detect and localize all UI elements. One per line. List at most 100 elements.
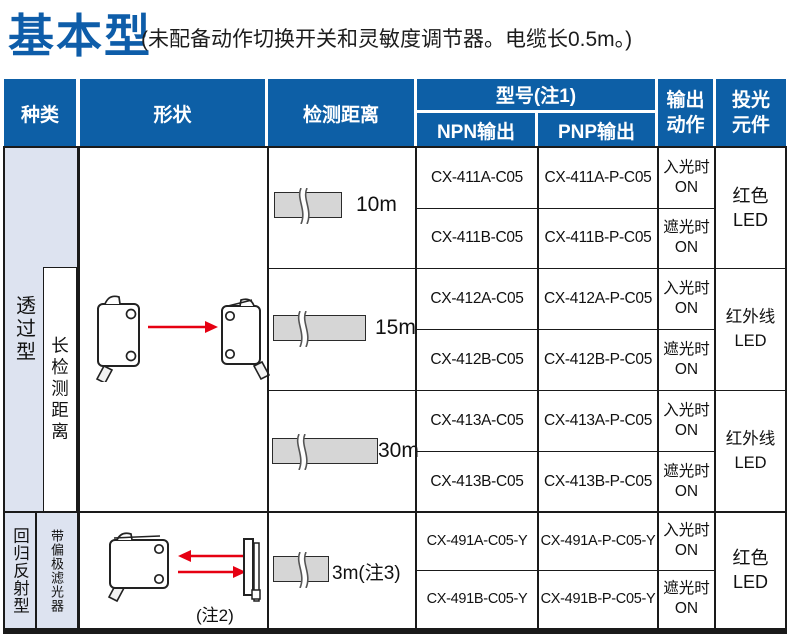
model-pnp: CX-412A-P-C05 <box>543 289 653 307</box>
emitter-line1: 红外线 <box>725 308 776 326</box>
beam-arrow-right-icon <box>178 566 246 578</box>
table-line-h4 <box>267 389 787 391</box>
distance-label: 15m <box>375 316 416 339</box>
table-line-v3 <box>415 147 417 628</box>
distance-label: 10m <box>356 193 397 216</box>
action-line1: 遮光时 <box>663 462 710 480</box>
action-line1: 遮光时 <box>663 580 710 597</box>
action-line1: 入光时 <box>663 279 710 297</box>
header-model-group: 型号(注1) <box>417 79 655 110</box>
table-line-h-top <box>3 146 787 148</box>
model-pnp: CX-411A-P-C05 <box>544 168 652 186</box>
model-pnp: CX-412B-P-C05 <box>543 350 653 368</box>
output-action: 遮光时 ON <box>659 452 714 511</box>
receiver-sensor-icon <box>221 298 270 380</box>
action-line1: 入光时 <box>663 401 710 419</box>
emitter-line1: 红外线 <box>725 430 776 448</box>
output-action: 入光时 ON <box>659 513 714 569</box>
emitter-element: 红色 LED <box>716 148 785 267</box>
emitter-line1: 红色 <box>732 548 769 568</box>
model-npn: CX-411B-C05 <box>430 229 524 246</box>
cable-break-icon <box>298 188 310 224</box>
header-emitter-line2: 元件 <box>731 115 770 136</box>
action-line1: 入光时 <box>663 522 710 539</box>
action-line1: 遮光时 <box>663 340 710 358</box>
model-pnp: CX-491B-P-C05-Y <box>540 591 656 607</box>
reflector-icon <box>243 538 261 602</box>
table-line-h5 <box>416 450 715 452</box>
table-line-v2 <box>266 147 269 628</box>
page-title: 基本型 <box>8 10 152 62</box>
emitter-line1: 红色 <box>732 185 769 206</box>
emitter-line2: LED <box>732 209 768 230</box>
emitter-element: 红色 LED <box>716 513 785 627</box>
output-action: 遮光时 ON <box>659 209 714 267</box>
model-pnp: CX-413B-P-C05 <box>543 472 653 490</box>
table-line-h-section <box>3 510 787 513</box>
output-action: 入光时 ON <box>659 148 714 207</box>
action-line2: ON <box>674 299 699 317</box>
table-line-h6 <box>416 569 715 571</box>
emitter-sensor-icon <box>95 295 140 382</box>
emitter-line2: LED <box>734 454 767 472</box>
output-action: 入光时 ON <box>659 391 714 450</box>
subcategory-polarizing: 带偏极滤光器 <box>36 513 77 628</box>
header-npn: NPN输出 <box>417 113 535 147</box>
emitter-line2: LED <box>732 572 768 592</box>
category-area-retro <box>4 513 77 628</box>
cable-break-icon <box>297 311 309 347</box>
action-line1: 遮光时 <box>663 219 710 236</box>
table-line-h2 <box>267 267 787 269</box>
model-npn: CX-412A-C05 <box>430 289 524 307</box>
action-line2: ON <box>674 542 699 559</box>
cable-break-icon <box>297 552 309 588</box>
distance-label: 30m <box>378 439 419 462</box>
action-line2: ON <box>674 482 699 500</box>
output-action: 遮光时 ON <box>659 330 714 389</box>
beam-arrow-left-icon <box>178 550 246 562</box>
category-throughbeam: 透过型 <box>4 148 44 511</box>
subcategory-long-range-box: 长检测距离 <box>43 267 77 512</box>
header-pnp: PNP输出 <box>538 113 655 147</box>
output-action: 遮光时 ON <box>659 571 714 627</box>
model-pnp: CX-413A-P-C05 <box>543 411 653 429</box>
model-npn: CX-411A-C05 <box>430 168 524 186</box>
table-line-v5 <box>657 147 659 628</box>
distance-label: 3m(注3) <box>332 563 401 584</box>
table-line-v6 <box>714 147 716 628</box>
header-emitter: 投光 元件 <box>716 79 786 147</box>
retro-sensor-icon <box>107 532 169 603</box>
cable-break-icon <box>296 434 308 470</box>
distance-bar <box>272 434 378 470</box>
subcategory-polarizing-label: 带偏极滤光器 <box>49 528 64 613</box>
table-line-h1 <box>416 207 715 209</box>
category-retro-label: 回归反射型 <box>10 526 29 615</box>
shape-note2: (注2) <box>196 606 234 625</box>
header-output-action: 输出 动作 <box>658 79 713 147</box>
model-npn: CX-412B-C05 <box>430 350 524 368</box>
emitter-element: 红外线 LED <box>716 269 785 389</box>
beam-arrow-icon <box>148 321 218 333</box>
category-throughbeam-label: 透过型 <box>12 295 35 364</box>
page-subtitle: (未配备动作切换开关和灵敏度调节器。电缆长0.5m。) <box>141 28 633 51</box>
model-npn: CX-491A-C05-Y <box>426 533 528 549</box>
category-retro: 回归反射型 <box>4 513 35 628</box>
header-shape: 形状 <box>80 79 265 147</box>
category-subdivider <box>35 513 37 628</box>
header-category: 种类 <box>4 79 76 147</box>
distance-bar <box>274 188 342 224</box>
model-pnp: CX-411B-P-C05 <box>544 229 652 246</box>
header-output-line2: 动作 <box>666 115 705 136</box>
header-output-line1: 输出 <box>666 90 705 111</box>
action-line2: ON <box>674 600 699 617</box>
table-border-right <box>785 147 787 628</box>
subcategory-long-range-label: 长检测距离 <box>49 335 70 444</box>
table-line-h3 <box>416 328 715 330</box>
emitter-line2: LED <box>734 332 767 350</box>
action-line2: ON <box>674 421 699 439</box>
action-line1: 入光时 <box>663 158 710 176</box>
distance-bar <box>273 552 329 588</box>
output-action: 入光时 ON <box>659 269 714 328</box>
model-npn: CX-491B-C05-Y <box>426 591 528 607</box>
header-distance: 检测距离 <box>268 79 414 147</box>
